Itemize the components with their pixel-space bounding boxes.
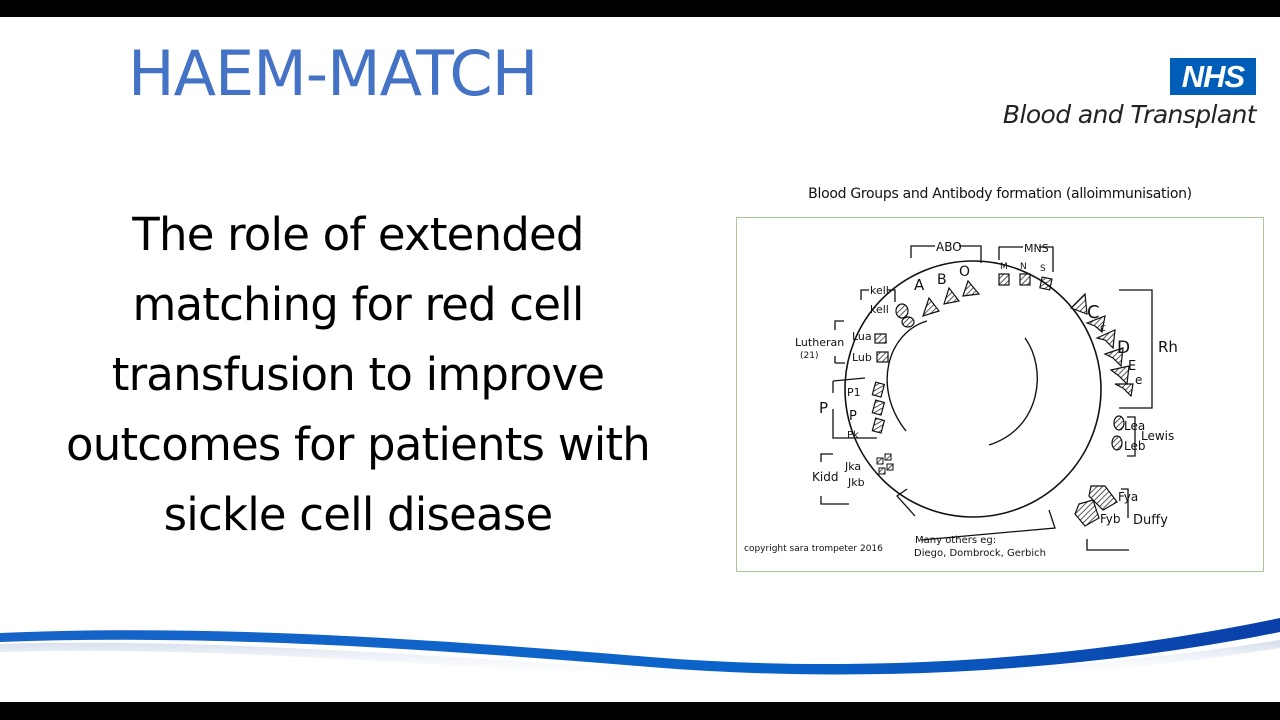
blood-group-diagram: ABO A B O MNS M N S Rh C c D E e xyxy=(736,217,1264,572)
svg-text:(21): (21) xyxy=(800,351,818,361)
slide: HAEM-MATCH NHS Blood and Transplant The … xyxy=(0,17,1280,702)
svg-text:O: O xyxy=(959,264,970,280)
svg-text:Duffy: Duffy xyxy=(1133,513,1168,528)
figure-caption: Blood Groups and Antibody formation (all… xyxy=(808,186,1192,202)
slide-title: HAEM-MATCH xyxy=(128,37,538,110)
red-cell-outline-icon xyxy=(844,260,1102,518)
nhs-blood-transplant-logo: NHS Blood and Transplant xyxy=(956,58,1257,138)
svg-text:ABO: ABO xyxy=(936,240,962,254)
svg-text:E: E xyxy=(1128,359,1136,374)
subtitle-line: matching for red cell xyxy=(132,278,584,331)
slide-subtitle: The role of extended matching for red ce… xyxy=(0,200,716,550)
svg-text:Rh: Rh xyxy=(1158,338,1178,356)
svg-text:Pk: Pk xyxy=(847,430,859,441)
svg-text:Leb: Leb xyxy=(1124,439,1145,453)
svg-text:MNS: MNS xyxy=(1024,242,1049,255)
svg-text:Lutheran: Lutheran xyxy=(795,336,844,349)
subtitle-line: sickle cell disease xyxy=(163,488,553,541)
decorative-swoosh xyxy=(0,618,1280,680)
svg-text:Jka: Jka xyxy=(844,460,861,473)
svg-text:e: e xyxy=(1135,373,1142,387)
organisation-name: Blood and Transplant xyxy=(1002,100,1257,129)
svg-text:kell: kell xyxy=(870,284,889,297)
svg-text:Diego, Dombrock, Gerbich: Diego, Dombrock, Gerbich xyxy=(914,548,1046,559)
svg-text:C: C xyxy=(1087,302,1100,323)
svg-text:N: N xyxy=(1020,262,1027,272)
svg-text:Fya: Fya xyxy=(1118,490,1138,504)
svg-text:Many others eg:: Many others eg: xyxy=(915,535,996,546)
svg-text:Lua: Lua xyxy=(852,330,872,343)
svg-text:Kidd: Kidd xyxy=(812,470,838,484)
svg-text:B: B xyxy=(937,272,947,288)
svg-text:Jkb: Jkb xyxy=(847,476,865,489)
svg-text:Fyb: Fyb xyxy=(1100,512,1121,526)
svg-text:copyright sara trompeter 2016: copyright sara trompeter 2016 xyxy=(744,544,883,554)
svg-text:Lea: Lea xyxy=(1124,419,1145,433)
nhs-badge: NHS xyxy=(1170,58,1256,95)
subtitle-line: The role of extended xyxy=(132,208,584,261)
subtitle-line: outcomes for patients with xyxy=(66,418,651,471)
svg-text:A: A xyxy=(914,276,925,294)
svg-text:Lub: Lub xyxy=(852,351,872,364)
svg-text:kell: kell xyxy=(870,303,889,316)
svg-text:P1: P1 xyxy=(847,386,861,399)
subtitle-line: transfusion to improve xyxy=(111,348,605,401)
svg-text:P: P xyxy=(819,399,828,417)
svg-text:M: M xyxy=(1000,262,1008,272)
red-cell-antigen-drawing: ABO A B O MNS M N S Rh C c D E e xyxy=(744,240,1178,559)
svg-text:Lewis: Lewis xyxy=(1141,429,1174,443)
svg-text:S: S xyxy=(1040,264,1046,274)
svg-text:P: P xyxy=(849,409,857,424)
